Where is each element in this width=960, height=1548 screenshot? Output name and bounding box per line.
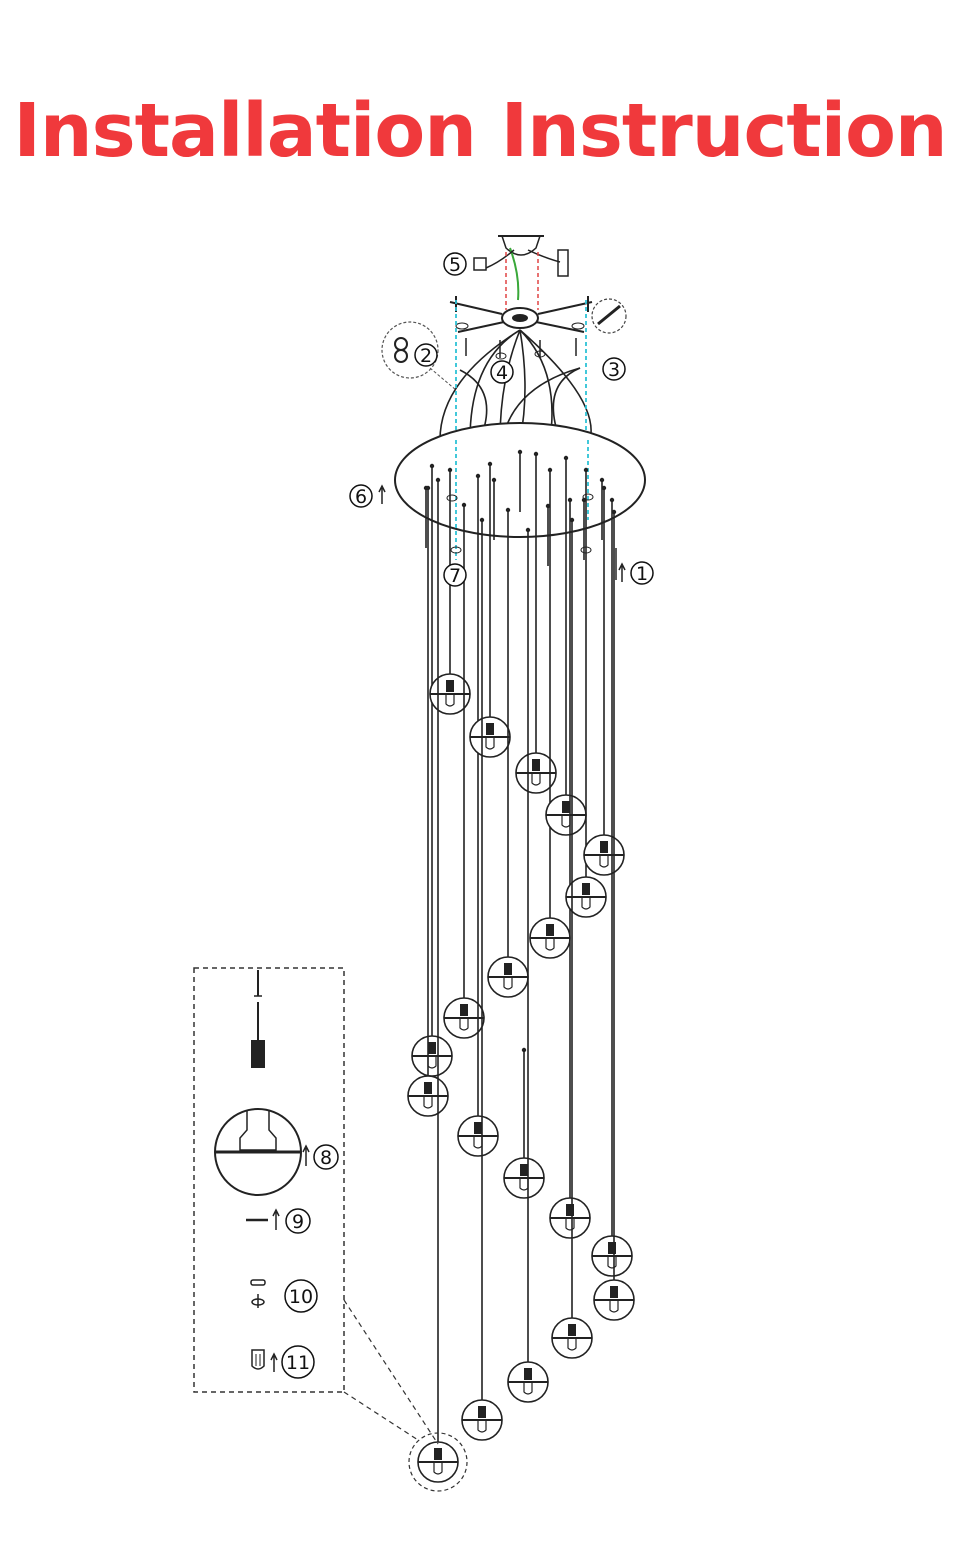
callout-9: 9	[285, 1208, 311, 1234]
cord-anchor-dot	[435, 477, 441, 483]
svg-text:11: 11	[286, 1352, 310, 1374]
cord-anchor-dot	[563, 455, 569, 461]
cord-anchor-dot	[599, 477, 605, 483]
glass-globe	[507, 1361, 549, 1403]
callout-6: 6	[349, 484, 373, 508]
glass-globe	[549, 1197, 591, 1239]
callout-10: 10	[284, 1279, 318, 1313]
svg-text:8: 8	[320, 1147, 332, 1169]
glass-globe	[429, 673, 471, 715]
pendant-group	[407, 449, 635, 1483]
cord-anchor-dot	[601, 485, 607, 491]
cord-anchor-dot	[533, 451, 539, 457]
svg-text:3: 3	[608, 359, 620, 381]
cord-anchor-dot	[581, 497, 587, 503]
glass-globe	[411, 1035, 453, 1077]
callout-11: 11	[281, 1345, 315, 1379]
cord-anchor-dot	[479, 517, 485, 523]
glass-globe	[583, 834, 625, 876]
svg-text:9: 9	[292, 1211, 304, 1233]
svg-text:7: 7	[449, 565, 461, 587]
cable-detail-icon	[251, 970, 265, 1068]
glass-globe	[417, 1441, 459, 1483]
cord-anchor-dot	[609, 497, 615, 503]
callout-5: 5	[443, 252, 467, 276]
svg-text:10: 10	[289, 1286, 313, 1308]
glass-globe	[503, 1157, 545, 1199]
wire-connector-detail-icon	[381, 321, 457, 391]
glass-globe-icon	[214, 1108, 302, 1196]
glass-globe	[469, 716, 511, 758]
glass-globe	[515, 752, 557, 794]
cord-anchor-dot	[475, 473, 481, 479]
ceiling-mount	[473, 235, 569, 310]
callout-2: 2	[414, 343, 438, 367]
cross-bracket	[449, 296, 593, 360]
cord-anchor-dot	[461, 502, 467, 508]
glass-globe	[443, 997, 485, 1039]
svg-text:1: 1	[636, 563, 648, 585]
bulb-icon	[251, 1349, 265, 1370]
glass-globe	[487, 956, 529, 998]
glass-globe	[407, 1075, 449, 1117]
cord-anchor-dot	[517, 449, 523, 455]
callout-3: 3	[602, 357, 626, 381]
callout-arrows	[270, 484, 626, 1372]
glass-globe	[529, 917, 571, 959]
page-title: Installation Instruction	[13, 88, 947, 174]
callout-4: 4	[490, 360, 514, 384]
cord-anchor-dot	[583, 467, 589, 473]
cord-anchor-dot	[525, 527, 531, 533]
cord-anchor-dot	[569, 517, 575, 523]
glass-globe	[461, 1399, 503, 1441]
cord-anchor-dot	[547, 467, 553, 473]
screwdriver-icon	[591, 298, 627, 334]
cord-anchor-dot	[611, 509, 617, 515]
svg-text:4: 4	[496, 362, 508, 384]
cord-anchor-dot	[505, 507, 511, 513]
glass-globe	[593, 1279, 635, 1321]
glass-globe	[591, 1235, 633, 1277]
callout-7: 7	[443, 563, 467, 587]
screw-ring-icon	[250, 1279, 266, 1308]
cord-anchor-dot	[521, 1047, 527, 1053]
cord-anchor-dot	[429, 463, 435, 469]
detail-box	[193, 967, 468, 1492]
svg-text:5: 5	[449, 254, 461, 276]
callout-1: 1	[630, 561, 654, 585]
cord-anchor-dot	[423, 485, 429, 491]
glass-globe	[545, 794, 587, 836]
cord-anchor-dot	[447, 467, 453, 473]
glass-globe	[457, 1115, 499, 1157]
svg-text:6: 6	[355, 486, 367, 508]
cord-anchor-dot	[487, 461, 493, 467]
callout-8: 8	[313, 1144, 339, 1170]
glass-globe	[551, 1317, 593, 1359]
cord-anchor-dot	[567, 497, 573, 503]
cord-anchor-dot	[491, 477, 497, 483]
cord-anchor-dot	[545, 503, 551, 509]
svg-text:2: 2	[420, 345, 432, 367]
